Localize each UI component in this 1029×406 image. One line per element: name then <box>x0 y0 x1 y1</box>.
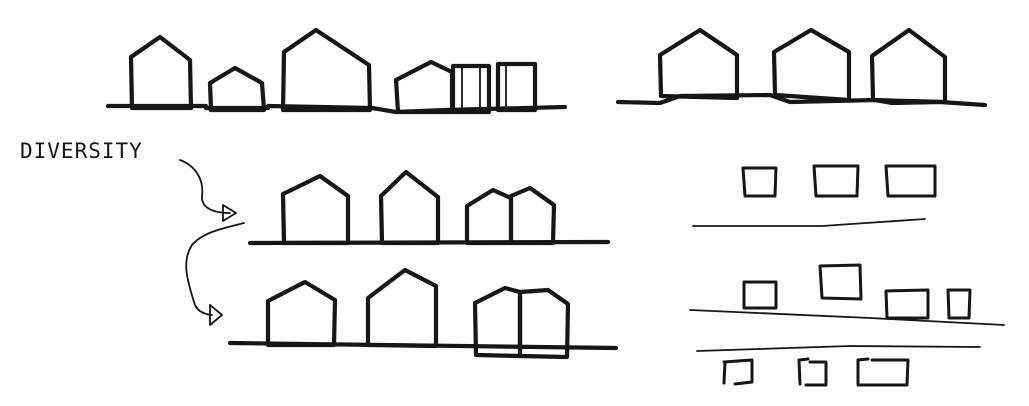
arrow-to-bottom-row <box>186 223 244 325</box>
street-line <box>697 346 980 351</box>
street-line <box>693 219 925 226</box>
house-uniform-1 <box>660 30 737 98</box>
plot-box <box>948 290 970 318</box>
street-uniform-top <box>618 30 985 105</box>
plot-box <box>743 168 776 196</box>
plan-varied <box>690 265 1004 325</box>
arrow-to-middle-row <box>180 160 236 221</box>
street-varied-bottom <box>230 270 616 357</box>
house-4 <box>396 62 535 112</box>
plot-box-open <box>724 360 752 384</box>
plot-box <box>820 265 861 299</box>
house-1 <box>131 37 191 108</box>
plan-varied-lower <box>697 346 980 385</box>
house-2 <box>210 68 264 110</box>
house-3 <box>283 30 370 110</box>
house-uniform-3 <box>872 30 945 102</box>
street-varied-top <box>108 30 565 112</box>
plot-box <box>886 290 928 318</box>
house-uniform-2 <box>774 30 849 100</box>
street-varied-middle <box>250 172 608 243</box>
house-middle-2 <box>381 172 438 243</box>
plot-box-open <box>858 359 908 385</box>
house-middle-3 <box>467 188 554 243</box>
plan-uniform <box>693 166 935 226</box>
diversity-annotation: DIVERSITY <box>20 139 244 325</box>
diversity-label: DIVERSITY <box>20 139 143 163</box>
plot-box <box>886 166 935 196</box>
house-bottom-1 <box>268 282 335 345</box>
plot-box <box>744 282 776 308</box>
house-middle-1 <box>283 176 348 243</box>
house-bottom-2 <box>368 270 436 346</box>
plot-box <box>814 166 858 196</box>
plot-box-open <box>799 359 826 385</box>
